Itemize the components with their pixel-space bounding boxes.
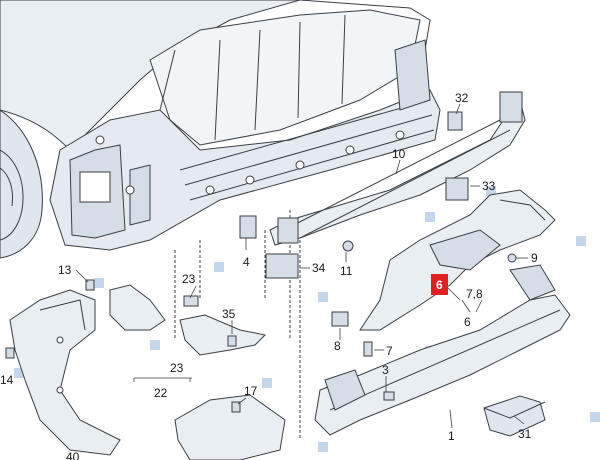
- callout-8: 8: [334, 339, 341, 353]
- part-7-bolt: [363, 341, 373, 357]
- part-3-bolt: [383, 391, 395, 401]
- callout-1: 1: [448, 429, 455, 443]
- callout-32: 32: [455, 91, 469, 105]
- callout-7-8: 7,8: [466, 287, 483, 301]
- part-11-nut: [342, 240, 354, 252]
- leader-lines: [75, 103, 528, 429]
- part-17-bolt: [231, 401, 241, 413]
- callout-23-bottom: 23: [170, 361, 184, 375]
- part-13-bolt: [85, 279, 95, 291]
- part-14-bolt: [5, 347, 15, 359]
- callout-33: 33: [482, 179, 496, 193]
- part-33-bracket: [445, 177, 469, 201]
- callout-3: 3: [382, 363, 389, 377]
- part-4-clip: [239, 215, 257, 239]
- callout-4: 4: [243, 255, 250, 269]
- part-8-clip: [331, 311, 349, 327]
- part-22-guide: [109, 284, 166, 331]
- part-35-guide: [179, 314, 267, 356]
- callout-34: 34: [312, 261, 326, 275]
- part-32-clip: [447, 111, 463, 131]
- callout-40: 40: [66, 450, 80, 460]
- callout-11: 11: [340, 264, 353, 278]
- part-35-bolt: [227, 335, 237, 347]
- part-40-side-bracket: [9, 289, 121, 456]
- callout-7: 7: [386, 344, 393, 358]
- callout-35: 35: [222, 307, 236, 321]
- fasteners: [5, 111, 517, 413]
- part-23-clip: [183, 295, 199, 307]
- callout-17: 17: [244, 384, 258, 398]
- callout-14: 14: [0, 373, 14, 387]
- callout-31: 31: [518, 427, 532, 441]
- callout-9: 9: [531, 251, 538, 265]
- part-10-guide-bracket: [269, 91, 526, 246]
- callout-10: 10: [392, 147, 406, 161]
- callout-23-top: 23: [182, 272, 196, 286]
- part-34-sensor: [265, 253, 299, 279]
- callout-6-marker: 6: [431, 274, 448, 295]
- callout-13: 13: [58, 263, 72, 277]
- callout-22: 22: [154, 386, 168, 400]
- rear-body-structure: [0, 0, 441, 440]
- part-6-mount-plate: [359, 189, 556, 331]
- callout-6: 6: [464, 315, 471, 329]
- part-17-lower-bracket: [174, 394, 286, 460]
- part-1-bumper-carrier: [314, 264, 571, 436]
- part-9-nut: [507, 253, 517, 263]
